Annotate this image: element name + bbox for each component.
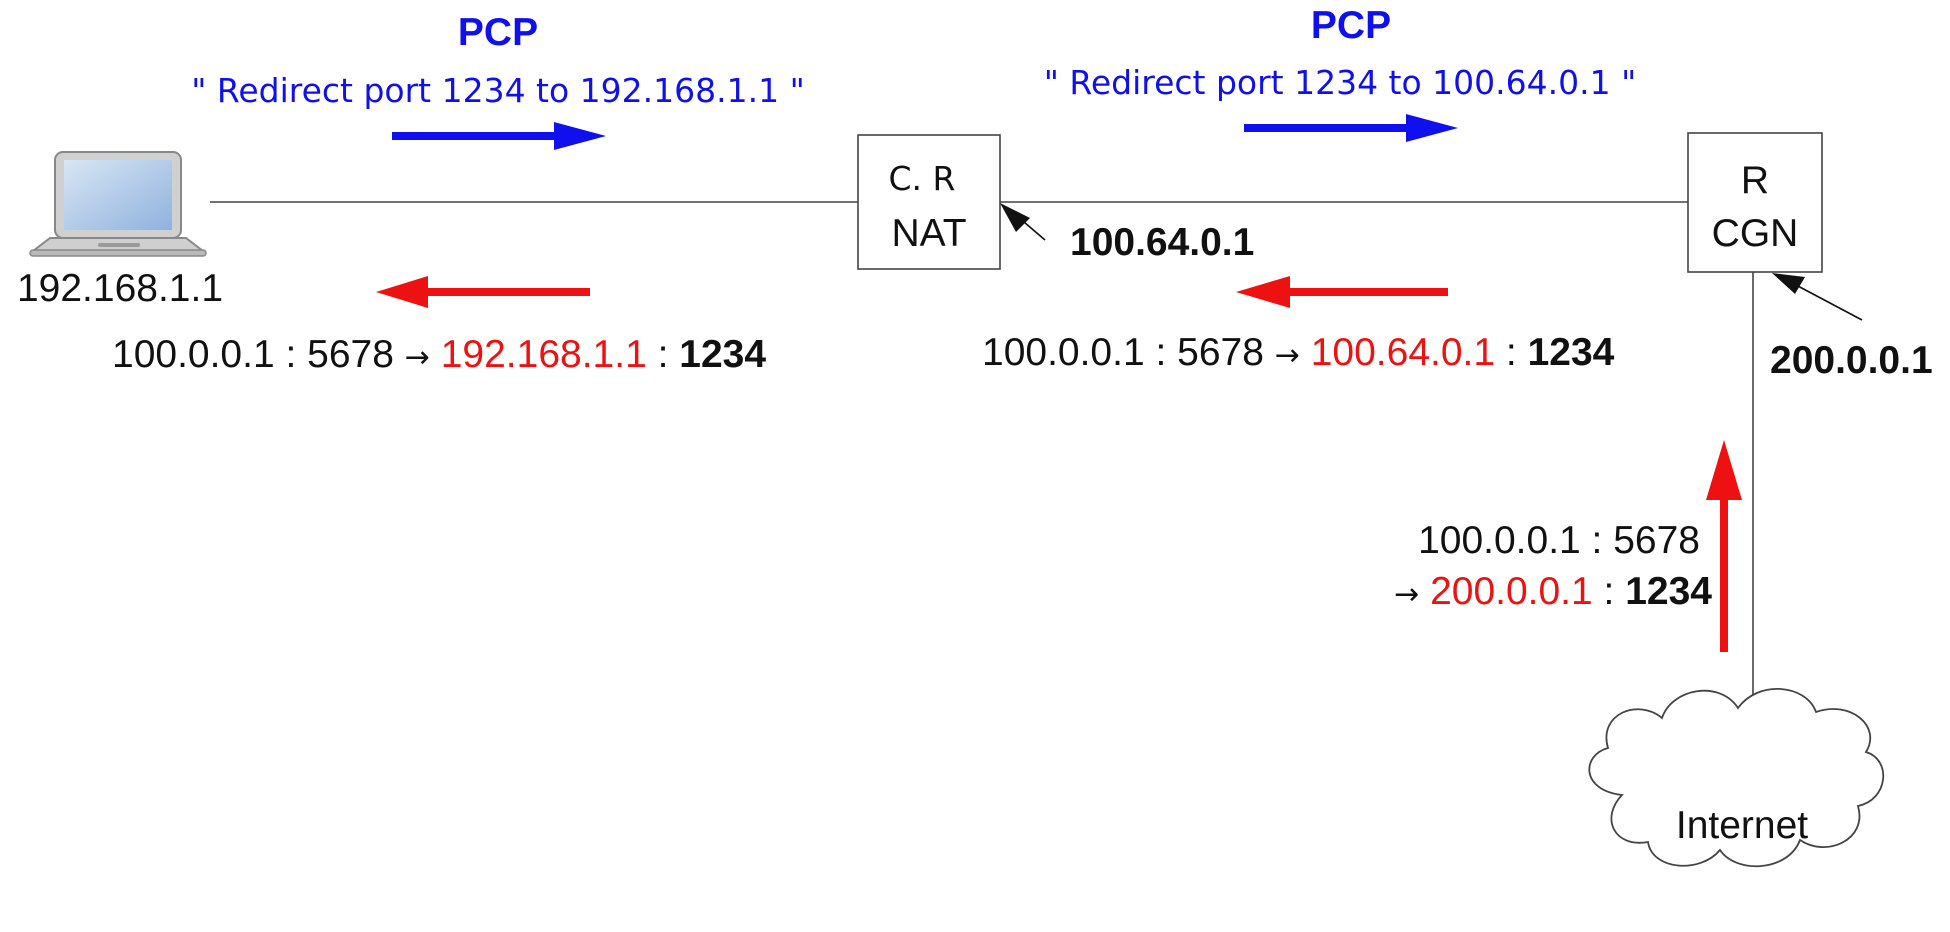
- cgn-router-label-line1: R: [1741, 159, 1769, 202]
- flow-3-spacer: [1419, 570, 1430, 613]
- flow-3-destination-line: → 200.0.0.1 : 1234: [1394, 570, 1712, 613]
- flow-2-label: 100.0.0.1 : 5678 → 100.64.0.1 : 1234: [982, 331, 1615, 374]
- flow-3-port: 1234: [1625, 570, 1712, 613]
- flow-3-arrow-head: [1706, 440, 1742, 500]
- flow-2-spacer: [1300, 331, 1311, 374]
- flow-1-arrow-glyph: →: [405, 340, 430, 375]
- cpe-router-box: [857, 134, 1001, 270]
- flow-1-destination-ip: 192.168.1.1: [441, 333, 647, 376]
- flow-3-separator: :: [1593, 570, 1626, 613]
- flow-2-destination-ip: 100.64.0.1: [1311, 331, 1495, 374]
- flow-2-arrow-shaft: [1280, 288, 1448, 296]
- host-ip-label: 192.168.1.1: [17, 267, 223, 310]
- flow-2-arrow-head: [1236, 276, 1290, 308]
- flow-1-spacer: [430, 333, 441, 376]
- flow-1-source: 100.0.0.1 : 5678: [112, 333, 405, 376]
- flow-2-arrow-glyph: →: [1275, 338, 1300, 373]
- flow-1-label: 100.0.0.1 : 5678 → 192.168.1.1 : 1234: [112, 333, 766, 376]
- cgn-router-box: [1687, 132, 1823, 273]
- pcp-request-1-protocol: PCP: [458, 11, 538, 54]
- flow-3-destination-ip: 200.0.0.1: [1430, 570, 1593, 613]
- flow-2-source: 100.0.0.1 : 5678: [982, 331, 1275, 374]
- internet-label: Internet: [1676, 804, 1808, 847]
- flow-1-arrow-shaft: [418, 288, 590, 296]
- laptop-icon: [29, 151, 207, 257]
- pcp-request-1-arrow-shaft: [392, 132, 564, 140]
- pcp-request-2-protocol: PCP: [1311, 4, 1391, 47]
- cloud-icon: [1588, 688, 1884, 868]
- flow-1-port: 1234: [679, 333, 766, 376]
- cgn-public-ip-label: 200.0.0.1: [1770, 339, 1933, 382]
- pcp-request-2-arrow-shaft: [1244, 124, 1416, 132]
- flow-2-port: 1234: [1528, 331, 1615, 374]
- flow-3-source: 100.0.0.1 : 5678: [1418, 519, 1700, 562]
- pcp-request-2-message: " Redirect port 1234 to 100.64.0.1 ": [1044, 63, 1637, 102]
- flow-2-separator: :: [1495, 331, 1528, 374]
- pcp-request-1-message: " Redirect port 1234 to 192.168.1.1 ": [191, 71, 805, 110]
- flow-1-arrow-head: [376, 276, 428, 308]
- cpe-router-label-line2: NAT: [891, 212, 966, 255]
- cpe-wan-ip-label: 100.64.0.1: [1070, 221, 1254, 264]
- pcp-request-2-arrow-head: [1406, 114, 1458, 142]
- cgn-router-label-line2: CGN: [1712, 212, 1799, 255]
- cpe-router-label-line1: C. R: [889, 159, 956, 198]
- flow-3-arrow-glyph: →: [1394, 577, 1419, 612]
- cgn-public-pointer-line: [1795, 284, 1863, 321]
- cpe-wan-pointer-head: [1000, 203, 1030, 232]
- pcp-request-1-arrow-head: [554, 122, 606, 150]
- cgn-public-pointer-head: [1772, 273, 1805, 294]
- flow-1-separator: :: [647, 333, 680, 376]
- flow-3-arrow-shaft: [1720, 490, 1728, 652]
